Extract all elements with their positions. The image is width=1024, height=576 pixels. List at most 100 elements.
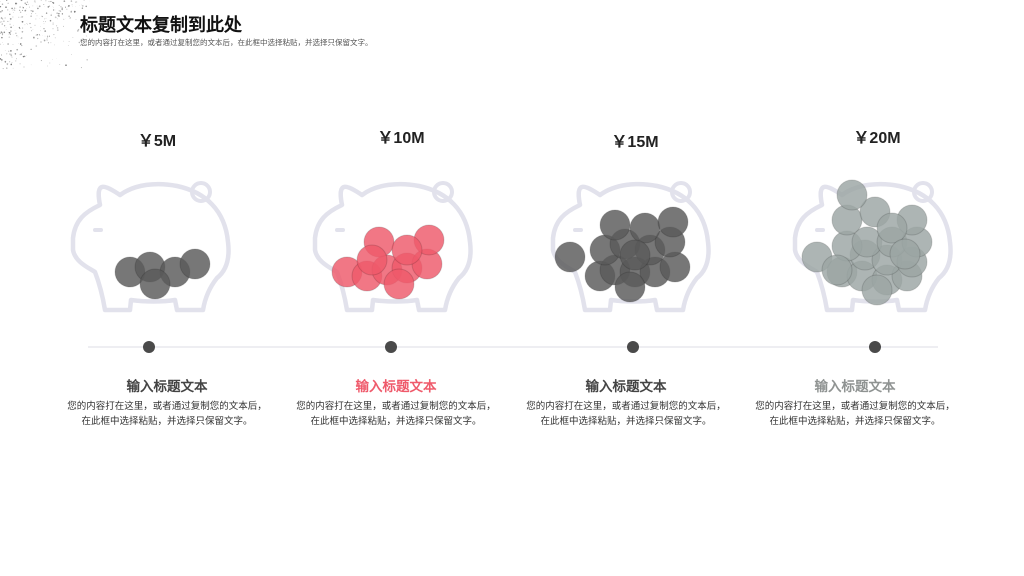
speckle (13, 12, 14, 13)
speckle (43, 23, 45, 25)
speckle (10, 53, 12, 55)
speckle (58, 10, 60, 12)
speckle (24, 9, 27, 12)
speckle (81, 7, 84, 9)
speckle (63, 40, 65, 42)
speckle (68, 5, 70, 7)
speckle (59, 63, 61, 65)
speckle (19, 43, 22, 45)
item-description-line: 在此框中选择粘贴，并选择只保留文字。 (310, 416, 482, 427)
speckle (5, 27, 7, 29)
speckle-texture (0, 0, 90, 70)
speckle (54, 44, 55, 46)
speckle (8, 36, 11, 39)
speckle (86, 59, 88, 61)
speckle (46, 38, 48, 40)
item-title: 输入标题文本 (126, 379, 208, 395)
speckle (43, 39, 46, 42)
speckle (58, 12, 60, 15)
speckle (58, 15, 60, 18)
speckle (37, 37, 39, 40)
speckle (35, 18, 37, 20)
speckle (53, 34, 55, 36)
pig-outline (312, 181, 473, 313)
speckle (69, 18, 71, 19)
speckle (54, 37, 56, 39)
coin (139, 268, 171, 300)
speckle (19, 28, 21, 29)
speckle (1, 21, 3, 23)
speckle (70, 11, 72, 13)
timeline-line (88, 346, 938, 348)
speckle (18, 16, 20, 18)
speckle (0, 6, 2, 8)
speckle (5, 6, 7, 9)
speckle (24, 9, 27, 12)
speckle (3, 44, 4, 45)
speckle (1, 3, 4, 5)
pig-tail (912, 181, 934, 203)
speckle (0, 16, 2, 18)
speckle (9, 20, 11, 22)
speckle (23, 55, 26, 58)
speckle (83, 0, 85, 1)
speckle (65, 64, 67, 66)
speckle (8, 50, 10, 52)
amount-label: ￥5M (137, 133, 177, 150)
speckle (10, 63, 12, 65)
speckle (15, 2, 17, 5)
speckle (34, 24, 36, 27)
timeline-dot (143, 341, 155, 353)
coin (836, 179, 868, 211)
speckle (26, 1, 29, 3)
coin (554, 241, 586, 273)
speckle (20, 16, 22, 18)
speckle (85, 35, 87, 37)
speckle (11, 62, 13, 63)
speckle (2, 34, 4, 36)
speckle (40, 60, 42, 62)
speckle (71, 4, 73, 6)
speckle (0, 0, 2, 2)
speckle (9, 13, 11, 16)
speckle (12, 9, 14, 11)
speckle (0, 43, 2, 45)
speckle (0, 33, 1, 35)
speckle (0, 58, 2, 60)
speckle (38, 34, 40, 36)
speckle (70, 10, 73, 12)
speckle (12, 44, 14, 45)
speckle (1, 23, 3, 25)
speckle (29, 22, 31, 25)
speckle (35, 45, 38, 47)
speckle (52, 6, 54, 7)
speckle (64, 6, 67, 8)
speckle (21, 31, 23, 33)
speckle (81, 4, 83, 6)
speckle (6, 67, 8, 69)
speckle (36, 15, 38, 17)
speckle (32, 5, 34, 7)
speckle (3, 20, 5, 22)
coin (356, 244, 388, 276)
speckle (4, 61, 7, 63)
speckle (41, 15, 44, 18)
speckle (67, 6, 69, 8)
speckle (19, 53, 21, 56)
pig-outline (70, 181, 231, 313)
speckle (4, 17, 6, 19)
speckle (43, 4, 44, 5)
speckle (47, 35, 48, 37)
speckle (52, 22, 54, 24)
speckle (33, 36, 35, 39)
speckle (4, 60, 7, 63)
speckle (67, 45, 69, 47)
speckle (75, 1, 76, 3)
speckle (9, 53, 11, 55)
speckle (9, 10, 10, 12)
speckle (76, 1, 78, 3)
speckle (17, 36, 19, 38)
coin (391, 234, 423, 266)
speckle (33, 0, 36, 3)
speckle (70, 0, 73, 2)
